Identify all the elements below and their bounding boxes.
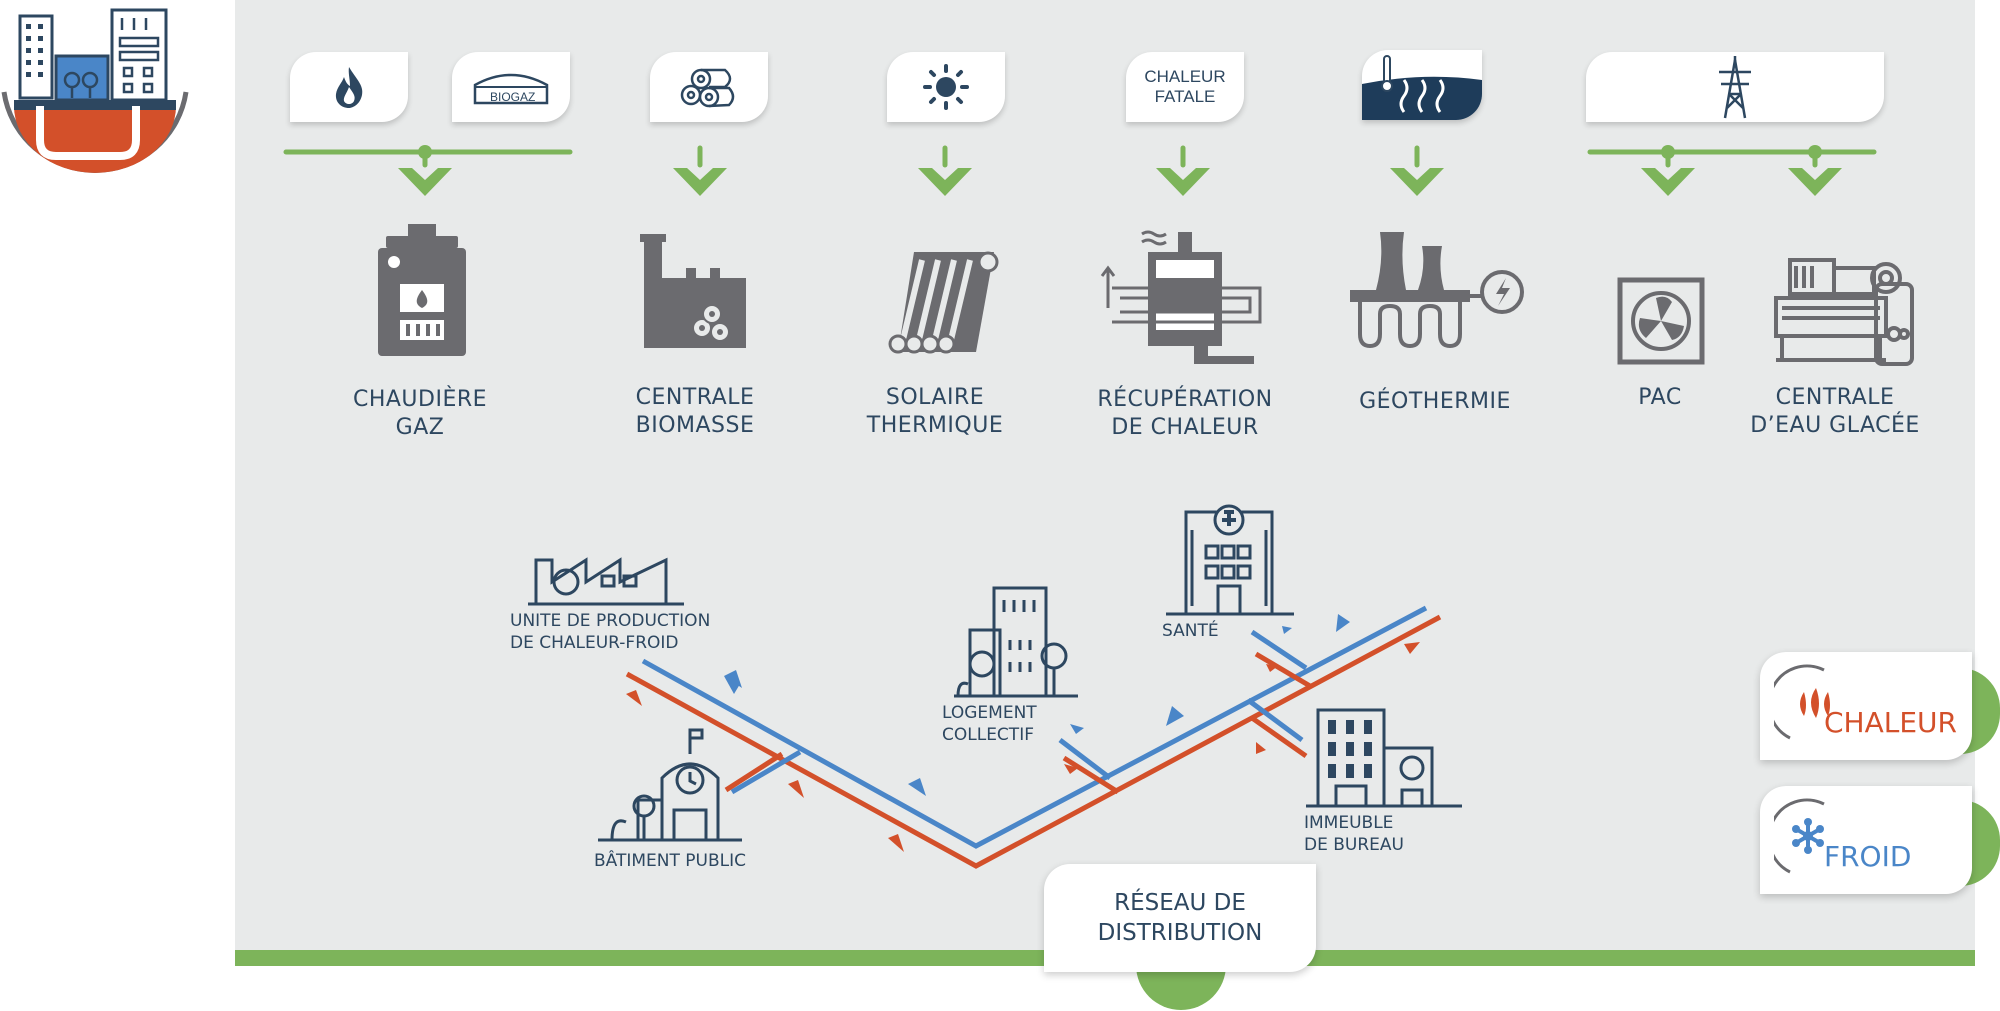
flame-icon xyxy=(335,67,363,108)
label-chaudiere-gaz: CHAUDIÈRE GAZ xyxy=(352,387,488,440)
heat-pump-icon xyxy=(1617,277,1705,365)
factory-icon xyxy=(528,557,684,606)
legend-froid-label: FROID xyxy=(1824,840,1912,873)
label-unite-production: UNITE DE PRODUCTION DE CHALEUR-FROID xyxy=(510,611,711,653)
biogaz-label: BIOGAZ xyxy=(490,90,536,104)
reseau-distribution-label: RÉSEAU DE DISTRIBUTION xyxy=(1097,890,1263,946)
heat-recovery-icon xyxy=(1100,230,1262,364)
office-building-icon xyxy=(1306,708,1462,808)
source-card-soleil xyxy=(887,52,1005,122)
snowflake-icon xyxy=(1774,798,1825,874)
legend-chaleur-label: CHALEUR xyxy=(1824,706,1957,739)
label-solaire-thermique: SOLAIRE THERMIQUE xyxy=(866,385,1004,438)
legend-froid-card: FROID xyxy=(1760,786,1972,894)
label-batiment-public: BÂTIMENT PUBLIC xyxy=(594,851,746,871)
biogaz-dome-icon xyxy=(473,73,549,105)
public-building-icon xyxy=(598,728,742,842)
label-centrale-eau-glacee: CENTRALE D’EAU GLACÉE xyxy=(1750,385,1920,438)
reseau-distribution-card: RÉSEAU DE DISTRIBUTION xyxy=(1044,864,1316,972)
housing-icon xyxy=(954,586,1078,698)
solar-thermal-icon xyxy=(888,251,999,354)
hot-pipe xyxy=(625,614,1442,869)
logs-icon xyxy=(680,68,735,108)
legend-chaleur-card: CHALEUR xyxy=(1760,652,1972,760)
label-centrale-biomasse: CENTRALE BIOMASSE xyxy=(635,385,755,438)
label-sante: SANTÉ xyxy=(1162,621,1219,641)
label-logement-collectif: LOGEMENT COLLECTIF xyxy=(942,703,1037,745)
source-card-chaleur-fatale: CHALEUR FATALE xyxy=(1126,52,1244,122)
chaleur-fatale-label: CHALEUR FATALE xyxy=(1144,67,1226,106)
pylon-icon xyxy=(1719,56,1751,119)
source-card-gaz xyxy=(290,52,408,122)
geothermal-plant-icon xyxy=(1350,232,1524,349)
label-geothermie: GÉOTHERMIE xyxy=(1359,389,1511,414)
ground-heat-icon xyxy=(1362,55,1482,120)
label-pac: PAC xyxy=(1638,385,1682,410)
diagram-panel xyxy=(235,0,1975,960)
source-card-geothermie xyxy=(1362,50,1482,120)
hospital-icon xyxy=(1166,504,1294,616)
source-card-biogaz: BIOGAZ xyxy=(452,52,570,122)
chiller-plant-icon xyxy=(1774,258,1914,366)
city-logo xyxy=(1,8,189,173)
biomass-plant-icon xyxy=(640,234,746,348)
green-arrows xyxy=(283,145,1877,196)
cold-pipe xyxy=(641,605,1428,849)
label-recuperation-chaleur: RÉCUPÉRATION DE CHALEUR xyxy=(1097,387,1273,440)
source-card-bois xyxy=(650,52,768,122)
boiler-icon xyxy=(378,224,466,356)
label-immeuble-bureau: IMMEUBLE DE BUREAU xyxy=(1304,813,1404,855)
heat-icon xyxy=(1774,664,1830,740)
source-card-electricite xyxy=(1586,52,1884,122)
sun-icon xyxy=(923,64,969,110)
